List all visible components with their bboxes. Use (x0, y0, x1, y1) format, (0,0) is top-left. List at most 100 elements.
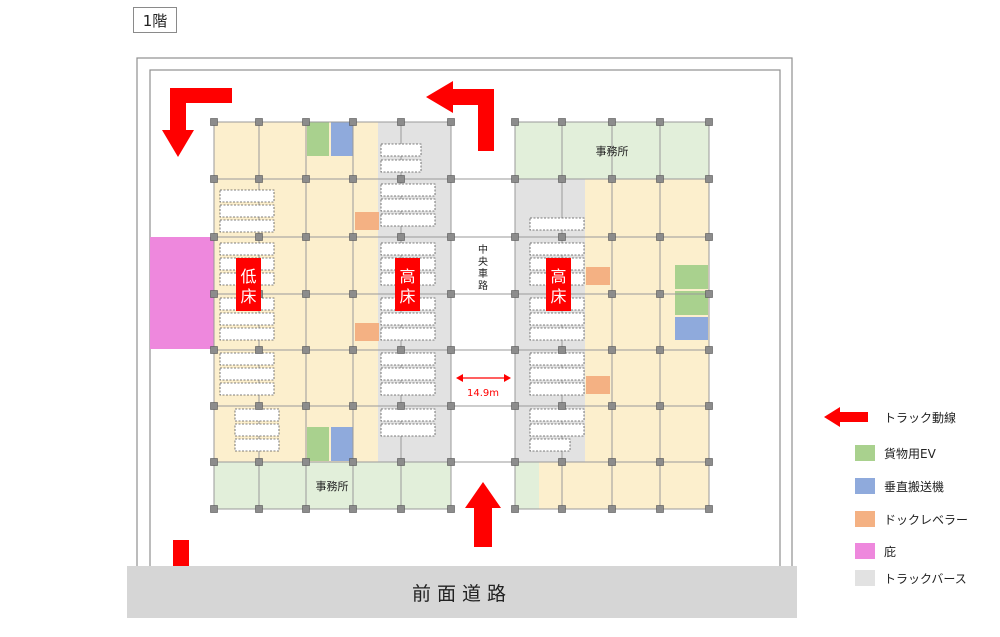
column-53 (511, 402, 519, 410)
column-19 (302, 290, 310, 298)
column-18 (302, 233, 310, 241)
column-75 (656, 290, 664, 298)
low-floor-char-2: 床 (240, 287, 256, 306)
column-16 (302, 118, 310, 126)
truck-flow-arrow-bottom-center (465, 482, 501, 547)
floor-label: 1階 (133, 7, 177, 33)
high-floor-right-char-2: 床 (550, 287, 566, 306)
column-6 (210, 458, 218, 466)
legend-freight-ev-swatch (855, 445, 875, 461)
vertical-conveyor-right (675, 317, 708, 340)
column-85 (705, 402, 713, 410)
column-7 (210, 505, 218, 513)
column-15 (255, 505, 263, 513)
legend-freight-ev: 貨物用EV (822, 442, 936, 464)
front-road-label: 前面道路 (411, 582, 512, 605)
column-12 (255, 346, 263, 354)
column-63 (558, 505, 566, 513)
canopy-area (150, 237, 214, 349)
column-41 (447, 175, 455, 183)
column-20 (302, 346, 310, 354)
column-5 (210, 402, 218, 410)
vertical-conveyor-bottom-left (331, 427, 353, 461)
column-58 (558, 233, 566, 241)
column-74 (656, 233, 664, 241)
column-44 (447, 346, 455, 354)
column-67 (608, 290, 616, 298)
column-0 (210, 118, 218, 126)
column-9 (255, 175, 263, 183)
column-10 (255, 233, 263, 241)
column-45 (447, 402, 455, 410)
column-77 (656, 402, 664, 410)
legend-canopy: 庇 (822, 540, 896, 562)
column-24 (349, 118, 357, 126)
dock-leveler-right-2 (586, 376, 610, 394)
column-66 (608, 233, 616, 241)
freight-ev-right-2 (675, 291, 708, 315)
column-61 (558, 402, 566, 410)
high-floor-left-char-2: 床 (399, 287, 415, 306)
vertical-conveyor-top-left (331, 122, 353, 156)
central-lane-char-3: 車 (478, 267, 488, 280)
column-30 (349, 458, 357, 466)
legend-truck-flow-label: トラック動線 (884, 410, 957, 425)
column-68 (608, 346, 616, 354)
column-49 (511, 175, 519, 183)
office-label-top-right: 事務所 (596, 144, 629, 158)
column-52 (511, 346, 519, 354)
column-17 (302, 175, 310, 183)
high-floor-badge-right (546, 258, 571, 311)
column-47 (447, 505, 455, 513)
column-22 (302, 458, 310, 466)
column-25 (349, 175, 357, 183)
column-4 (210, 346, 218, 354)
legend-truck-flow: トラック動線 (822, 406, 956, 428)
column-14 (255, 458, 263, 466)
freight-ev-top-left (307, 122, 329, 156)
column-54 (511, 458, 519, 466)
column-55 (511, 505, 519, 513)
column-50 (511, 233, 519, 241)
front-road: 前面道路 (127, 566, 797, 618)
column-65 (608, 175, 616, 183)
column-31 (349, 505, 357, 513)
central-lane-label: 中 央 車 路 (478, 243, 488, 292)
dock-leveler-left-1 (355, 212, 379, 230)
column-69 (608, 402, 616, 410)
column-76 (656, 346, 664, 354)
column-43 (447, 290, 455, 298)
truck-flow-arrow-top-left (162, 88, 232, 157)
truck-flow-arrow-top-center (426, 81, 494, 151)
column-32 (397, 118, 405, 126)
column-38 (397, 458, 405, 466)
freight-ev-right-1 (675, 265, 708, 289)
freight-ev-bottom-left (307, 427, 329, 461)
column-8 (255, 118, 263, 126)
column-23 (302, 505, 310, 513)
column-13 (255, 402, 263, 410)
legend-vertical-conveyor: 垂直搬送機 (822, 475, 944, 497)
low-floor-badge (236, 258, 261, 311)
column-82 (705, 233, 713, 241)
column-29 (349, 402, 357, 410)
legend-vertical-conveyor-label: 垂直搬送機 (884, 479, 945, 494)
right-office-strip (515, 462, 539, 509)
legend-truck-berth-swatch (855, 570, 875, 586)
column-37 (397, 402, 405, 410)
column-56 (558, 118, 566, 126)
column-64 (608, 118, 616, 126)
legend-freight-ev-label: 貨物用EV (884, 446, 936, 461)
column-27 (349, 290, 357, 298)
column-79 (656, 505, 664, 513)
column-40 (447, 118, 455, 126)
column-84 (705, 346, 713, 354)
column-86 (705, 458, 713, 466)
legend-truck-berth-label: トラックバース (884, 571, 967, 586)
column-51 (511, 290, 519, 298)
high-floor-left-char-1: 高 (399, 267, 415, 286)
dock-leveler-left-2 (355, 323, 379, 341)
high-floor-right-char-1: 高 (550, 267, 566, 286)
central-lane-char-4: 路 (478, 279, 488, 292)
